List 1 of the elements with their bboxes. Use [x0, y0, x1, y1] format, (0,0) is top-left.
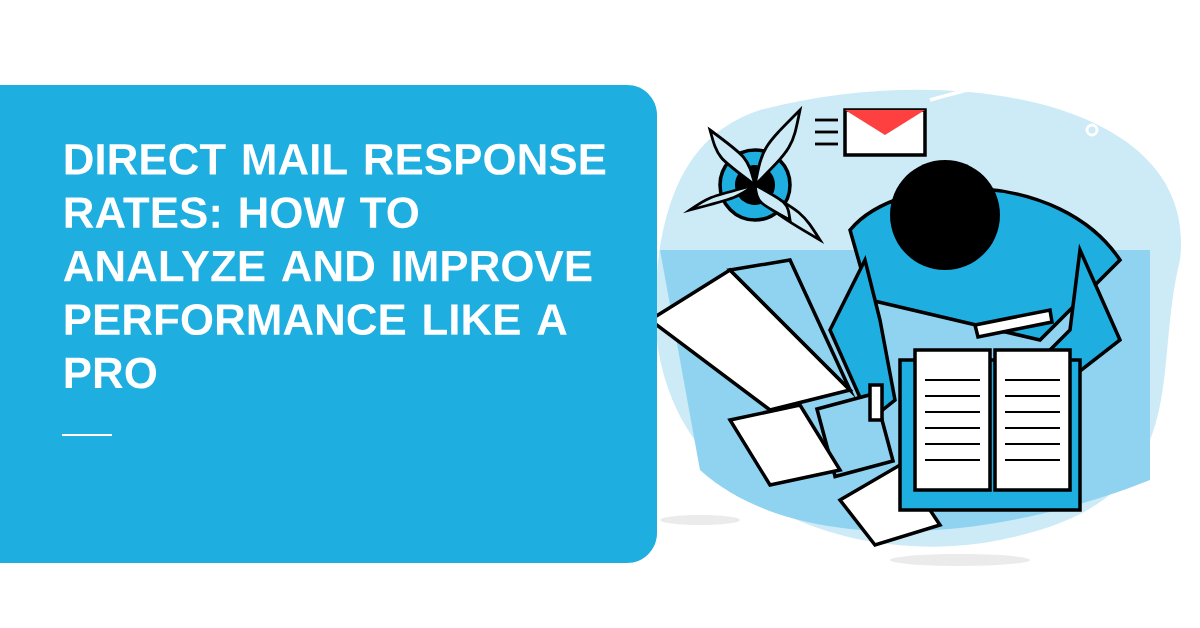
title-panel: DIRECT MAIL RESPONSE RATES: HOW TO ANALYZE AND IMPROVE PERFORMANCE LIKE A PRO — [0, 85, 657, 563]
